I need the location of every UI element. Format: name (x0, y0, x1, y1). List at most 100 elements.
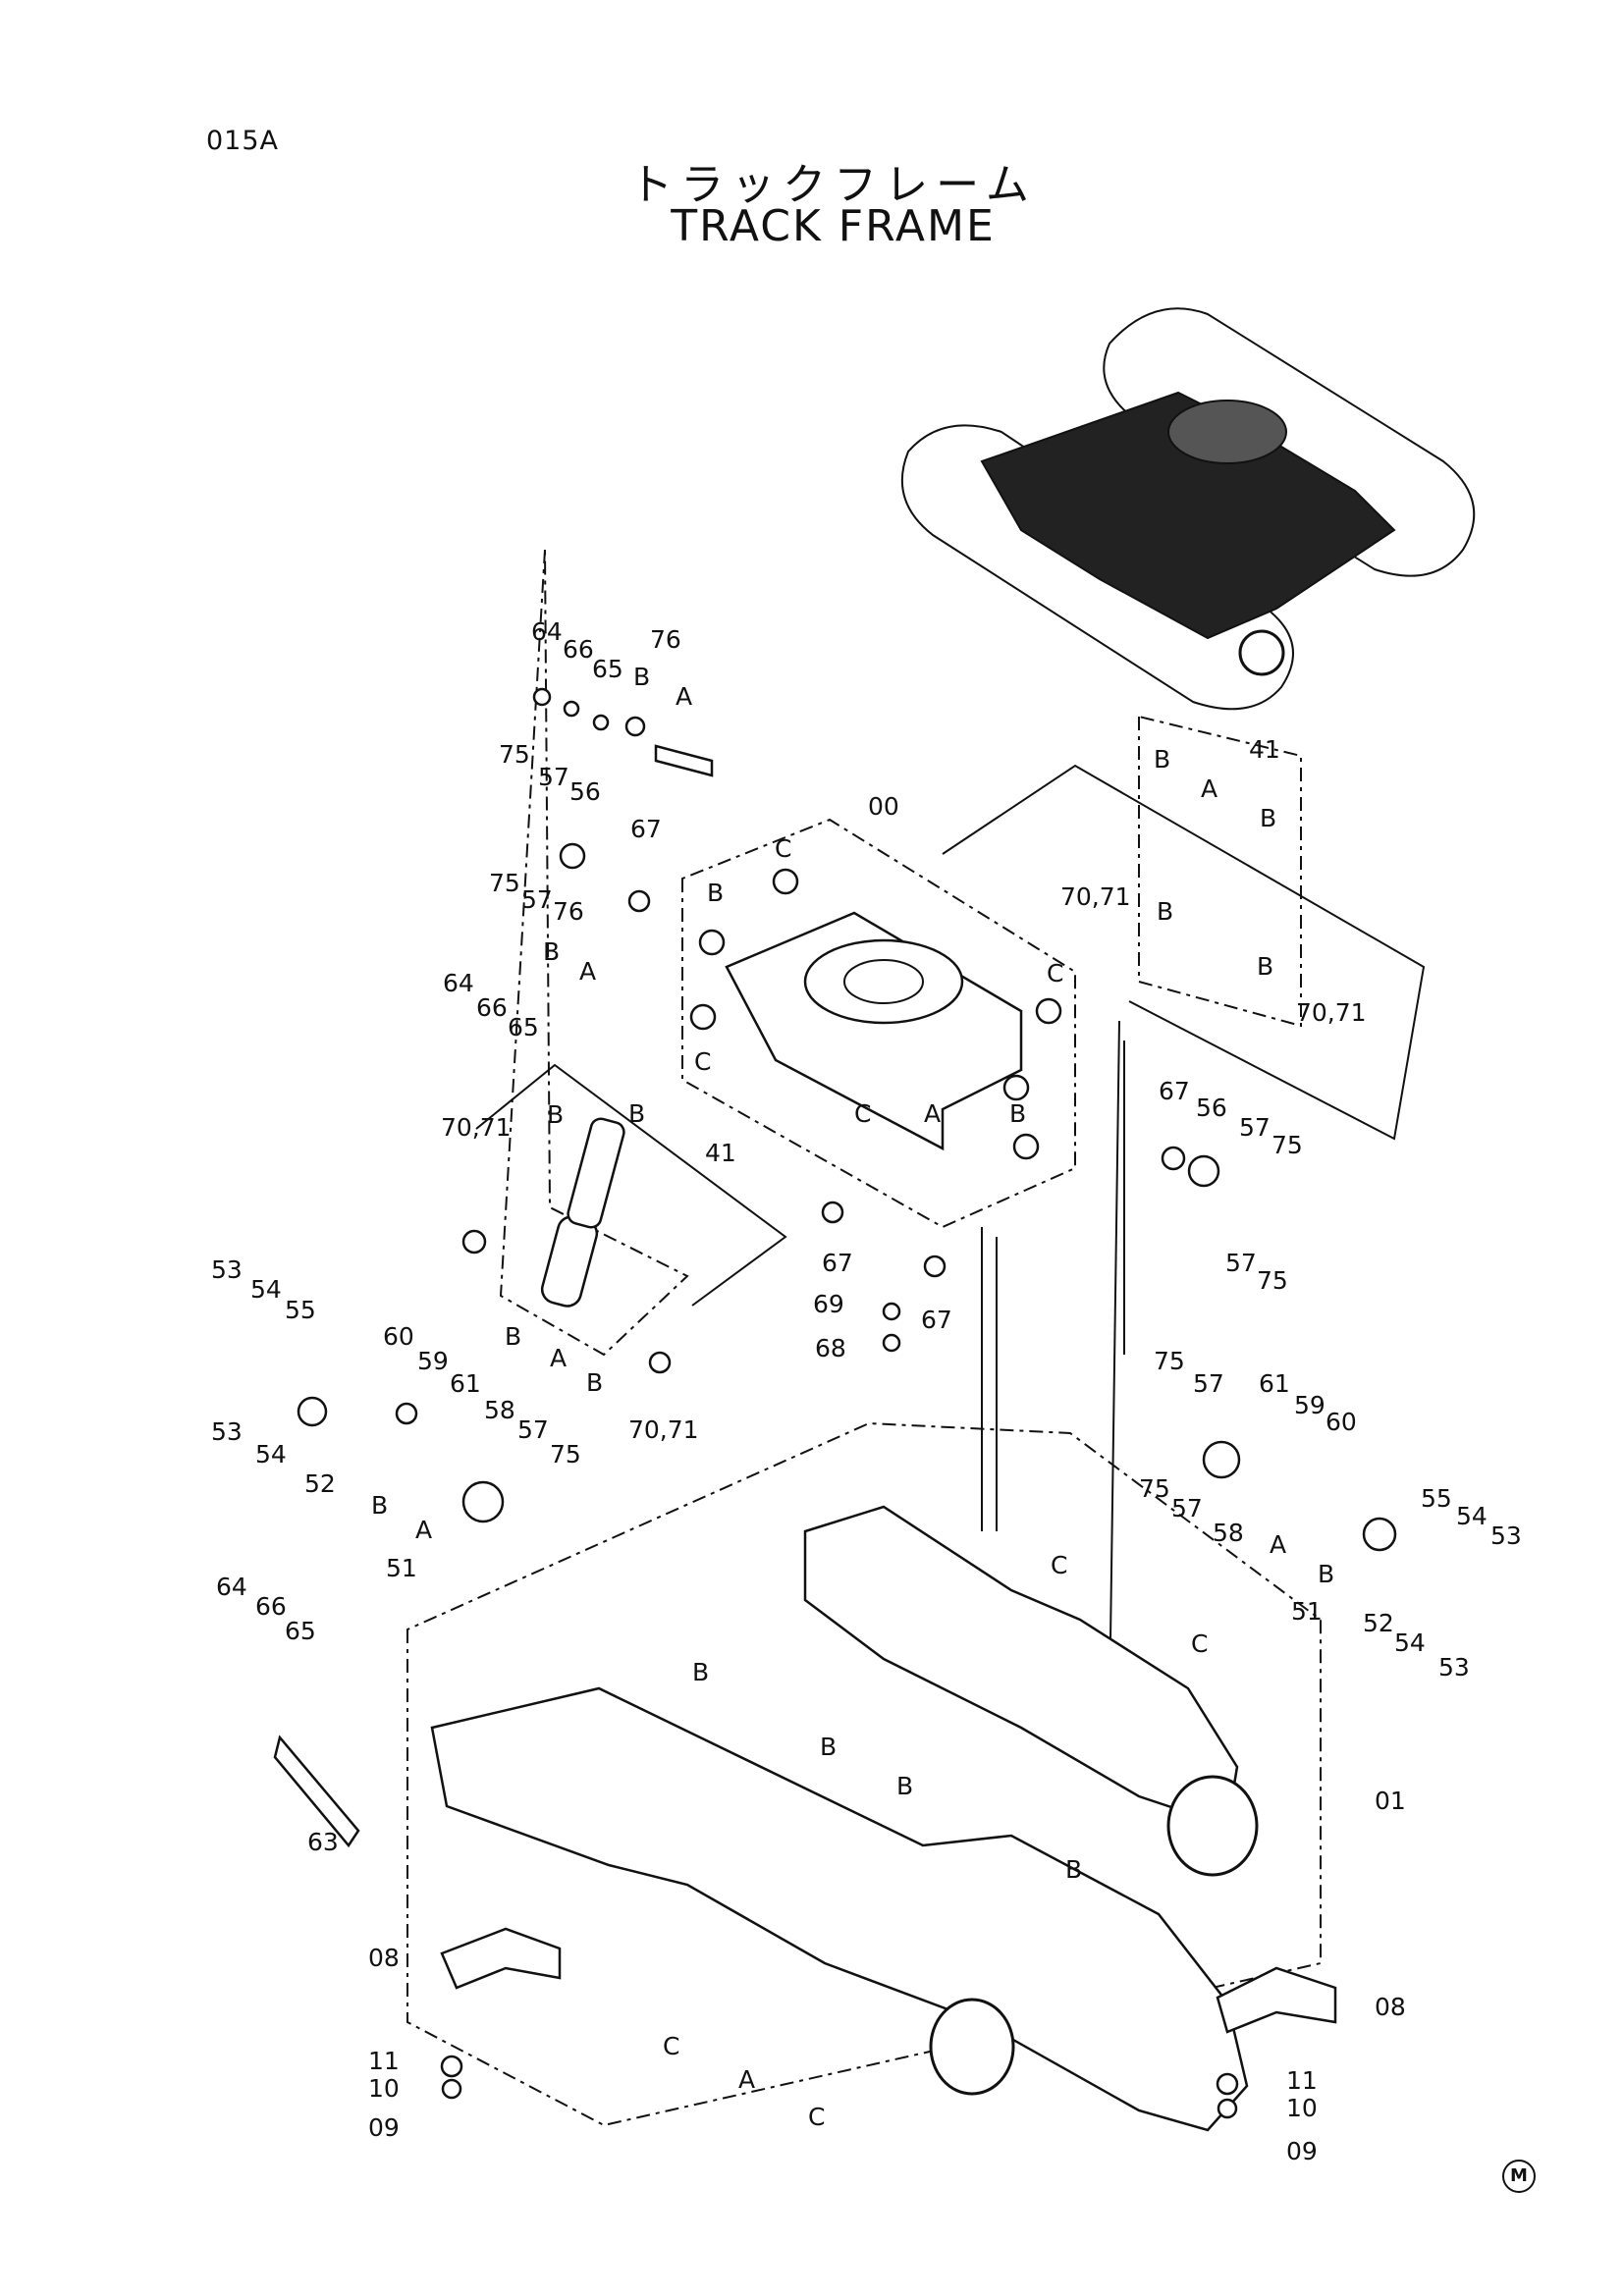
callout: C (1051, 1551, 1067, 1579)
callout: B (547, 1100, 564, 1129)
callout: 55 (285, 1296, 316, 1324)
callout: 52 (1363, 1609, 1394, 1637)
callout: 01 (1375, 1787, 1406, 1815)
callout: 75 (1257, 1266, 1288, 1295)
callout: 61 (450, 1369, 481, 1398)
callout: 54 (1394, 1629, 1426, 1657)
callout: 75 (1271, 1131, 1303, 1159)
callout: 09 (368, 2113, 400, 2142)
callout: B (1154, 745, 1170, 774)
callout: 75 (550, 1440, 581, 1468)
callout: 58 (484, 1396, 515, 1424)
callout: 66 (563, 635, 594, 664)
callout: B (371, 1491, 388, 1520)
callout: 67 (921, 1306, 952, 1334)
callout: B (707, 879, 724, 907)
callout-labels: 64 66 65 76 B A 75 57 56 75 57 67 00 C B… (211, 617, 1522, 2165)
callout: A (1201, 774, 1217, 803)
callout: 61 (1259, 1369, 1290, 1398)
callout: C (808, 2103, 825, 2131)
callout: 52 (304, 1469, 336, 1498)
callout: 69 (813, 1290, 844, 1318)
callout: 53 (1490, 1522, 1522, 1550)
callout: B (1009, 1099, 1026, 1128)
callout: 00 (868, 792, 899, 821)
callout: 57 (538, 763, 569, 791)
title-english: TRACK FRAME (671, 201, 996, 251)
callout: 55 (1421, 1484, 1452, 1513)
callout: C (1047, 959, 1063, 988)
callout: 57 (521, 885, 553, 914)
callout: 64 (531, 617, 563, 646)
callout: B (633, 663, 650, 691)
callout: 67 (630, 815, 662, 843)
callout: A (738, 2065, 755, 2094)
callout: A (550, 1344, 567, 1372)
callout: 70,71 (441, 1113, 512, 1142)
callout: 56 (569, 777, 601, 806)
callout: 76 (650, 625, 681, 654)
callout: 65 (508, 1013, 539, 1041)
callout: 64 (443, 969, 474, 997)
callout: 57 (1239, 1113, 1271, 1142)
callout: 60 (383, 1322, 414, 1351)
callout: 70,71 (1060, 882, 1131, 911)
callout: 57 (1225, 1249, 1257, 1277)
callout: 11 (1286, 2066, 1318, 2095)
callout: 57 (1171, 1494, 1203, 1522)
callout: A (1270, 1530, 1286, 1559)
callout: 65 (592, 655, 623, 683)
callout: 58 (1213, 1519, 1244, 1547)
callout: 41 (705, 1139, 736, 1167)
callout: B (628, 1099, 645, 1128)
callout: B (505, 1322, 521, 1351)
callout: 53 (1438, 1653, 1470, 1682)
callout: C (1191, 1629, 1208, 1658)
callout: 75 (1154, 1347, 1185, 1375)
callout: 53 (211, 1255, 243, 1284)
callout: 70,71 (1296, 998, 1367, 1027)
callout: 66 (255, 1592, 287, 1621)
callout: C (694, 1047, 711, 1076)
callout: A (924, 1099, 941, 1128)
callout: B (586, 1368, 603, 1397)
callout: 53 (211, 1417, 243, 1446)
title-japanese: トラックフレーム (629, 160, 1037, 210)
group-outlines (406, 549, 1426, 2127)
callout: 54 (1456, 1502, 1488, 1530)
callout: C (663, 2032, 679, 2060)
callout: 56 (1196, 1094, 1227, 1122)
callout: B (543, 937, 560, 966)
lower-track-frame-part-01 (430, 1505, 1259, 2132)
callout: 76 (553, 897, 584, 926)
callout: 08 (368, 1944, 400, 1972)
page-code: 015A (206, 126, 280, 156)
callout: 51 (1291, 1597, 1323, 1626)
callout: 64 (216, 1573, 247, 1601)
callout: B (692, 1658, 709, 1686)
track-frame-overview-illustration (900, 307, 1476, 711)
callout: A (676, 682, 692, 711)
callout: 70,71 (628, 1415, 699, 1444)
callout: B (820, 1733, 837, 1761)
callout: 41 (1249, 735, 1280, 764)
callout: 59 (417, 1347, 449, 1375)
callout: 57 (517, 1415, 549, 1444)
callout: 67 (1159, 1077, 1190, 1105)
callout: B (1318, 1560, 1334, 1588)
callout: C (775, 834, 791, 863)
callout: 54 (250, 1275, 282, 1304)
small-parts (273, 687, 1397, 2119)
callout: 68 (815, 1334, 846, 1362)
callout: 10 (368, 2074, 400, 2103)
callout: 09 (1286, 2137, 1318, 2165)
callout: B (1260, 804, 1276, 832)
callout: C (854, 1099, 871, 1128)
callout: B (896, 1772, 913, 1800)
callout: 75 (489, 869, 520, 897)
callout: 75 (499, 740, 530, 769)
callout: 57 (1193, 1369, 1224, 1398)
callout: B (1157, 897, 1173, 926)
callout: B (1257, 952, 1273, 981)
